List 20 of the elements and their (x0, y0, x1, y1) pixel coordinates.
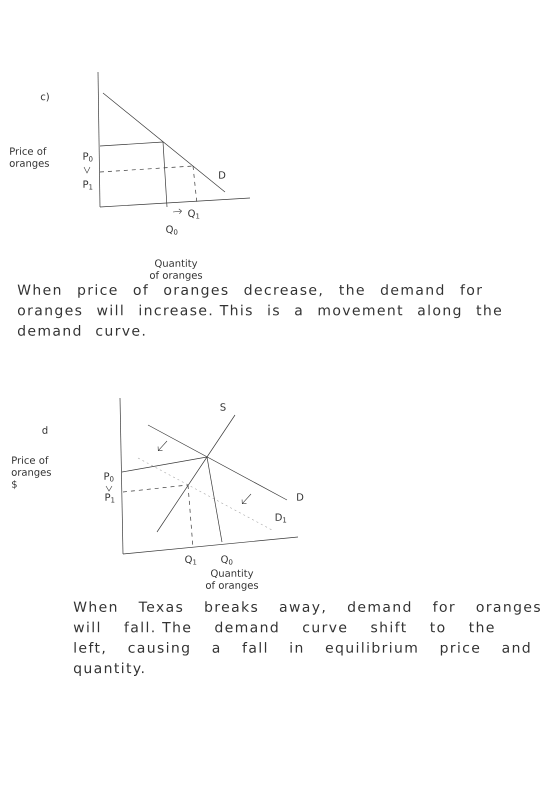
quantity-label: Q$_{0}$ (221, 555, 232, 565)
paragraph: When Texas breaks away, demand for oranges will fall. The demand curve shift to the left, causing a fall in equilibrium price and quantity. (74, 601, 540, 676)
price-label: P$_{1}$ (84, 180, 92, 190)
part-label: c) (40, 92, 49, 102)
quantity-label: Q$_{1}$ (185, 555, 196, 565)
axis-label: Quantity of oranges (206, 569, 258, 591)
price-label: P$_{0}$ (84, 152, 92, 162)
curve-label: D (297, 493, 304, 501)
curve-label: D (219, 171, 226, 179)
price-label: P$_{1}$ (106, 494, 114, 502)
part-label: d (42, 426, 48, 434)
paragraph: When price of oranges decrease, the demand for oranges will increase. This is a movement along the demand curve. (18, 284, 502, 336)
axis-label: Price of oranges $ (12, 456, 51, 490)
curve-label: D$_{1}$ (276, 514, 286, 522)
axis-label: Price of oranges (10, 147, 49, 169)
price-label: P$_{0}$ (104, 472, 114, 482)
axis-label: Quantity of oranges (150, 259, 202, 281)
quantity-label: Q$_{0}$ (166, 225, 178, 235)
quantity-label: Q$_{1}$ (188, 209, 200, 219)
curve-label: S (220, 403, 226, 411)
